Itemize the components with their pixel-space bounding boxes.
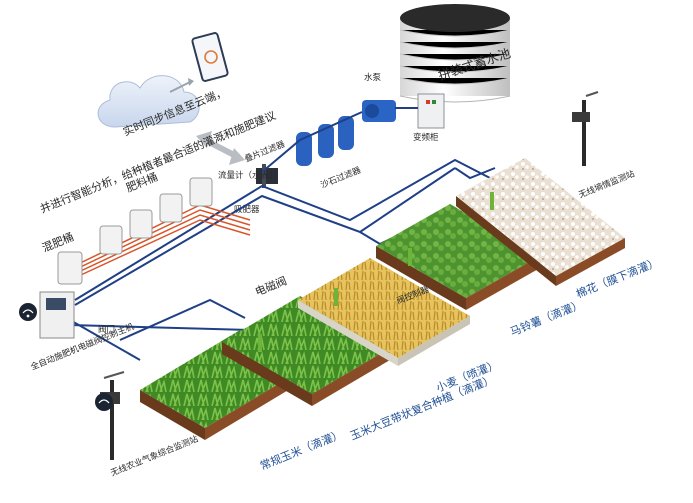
vfd-label: 变频柜 — [413, 132, 439, 143]
pump-label: 水泵 — [364, 72, 382, 83]
water-tank — [399, 4, 511, 103]
weather-station-label: 无线农业气象综合监测站 — [109, 433, 200, 478]
suction-label: 吸肥器 — [234, 205, 260, 215]
flowmeter-label: 流量计（水表） — [218, 170, 278, 181]
mixing-bucket-label: 混肥桶 — [40, 229, 76, 254]
field-cotton — [456, 158, 625, 286]
weather-station — [100, 371, 125, 460]
disc-filter — [256, 164, 278, 188]
mobile-phone-icon — [191, 32, 229, 82]
mixing-bucket — [57, 251, 83, 285]
valve-label: 阀门 — [98, 324, 115, 335]
disc-filter-label: 叠片过滤器 — [243, 138, 287, 164]
field-wheat — [298, 258, 470, 366]
crop-label-corn: 常规玉米（滴灌） — [258, 427, 345, 473]
field-potato — [376, 204, 540, 310]
field-sensor-icon — [258, 192, 494, 352]
sync-arrow-icon — [169, 78, 194, 93]
water-pump-icon — [362, 100, 396, 122]
sand-filter-label: 沙石过滤器 — [319, 164, 363, 190]
vfd-cabinet — [417, 93, 445, 129]
sand-filter — [296, 116, 354, 166]
cloud-icon — [97, 75, 200, 128]
soil-station — [572, 91, 599, 166]
double-arrow-icon — [196, 131, 245, 165]
wifi-icon — [95, 393, 113, 411]
solenoid-label: 电磁阀 — [253, 273, 289, 298]
field-strip — [222, 296, 390, 406]
crop-label-strip: 玉米大豆带状复合种植（滴灌） — [348, 372, 496, 443]
wifi-icon — [19, 303, 37, 321]
crop-label-potato: 马铃薯（滴灌） — [508, 297, 585, 339]
fertilizer-bucket — [99, 177, 213, 255]
soil-station-label: 无线墒情监测站 — [577, 168, 637, 201]
controller-cabinet — [39, 291, 75, 339]
